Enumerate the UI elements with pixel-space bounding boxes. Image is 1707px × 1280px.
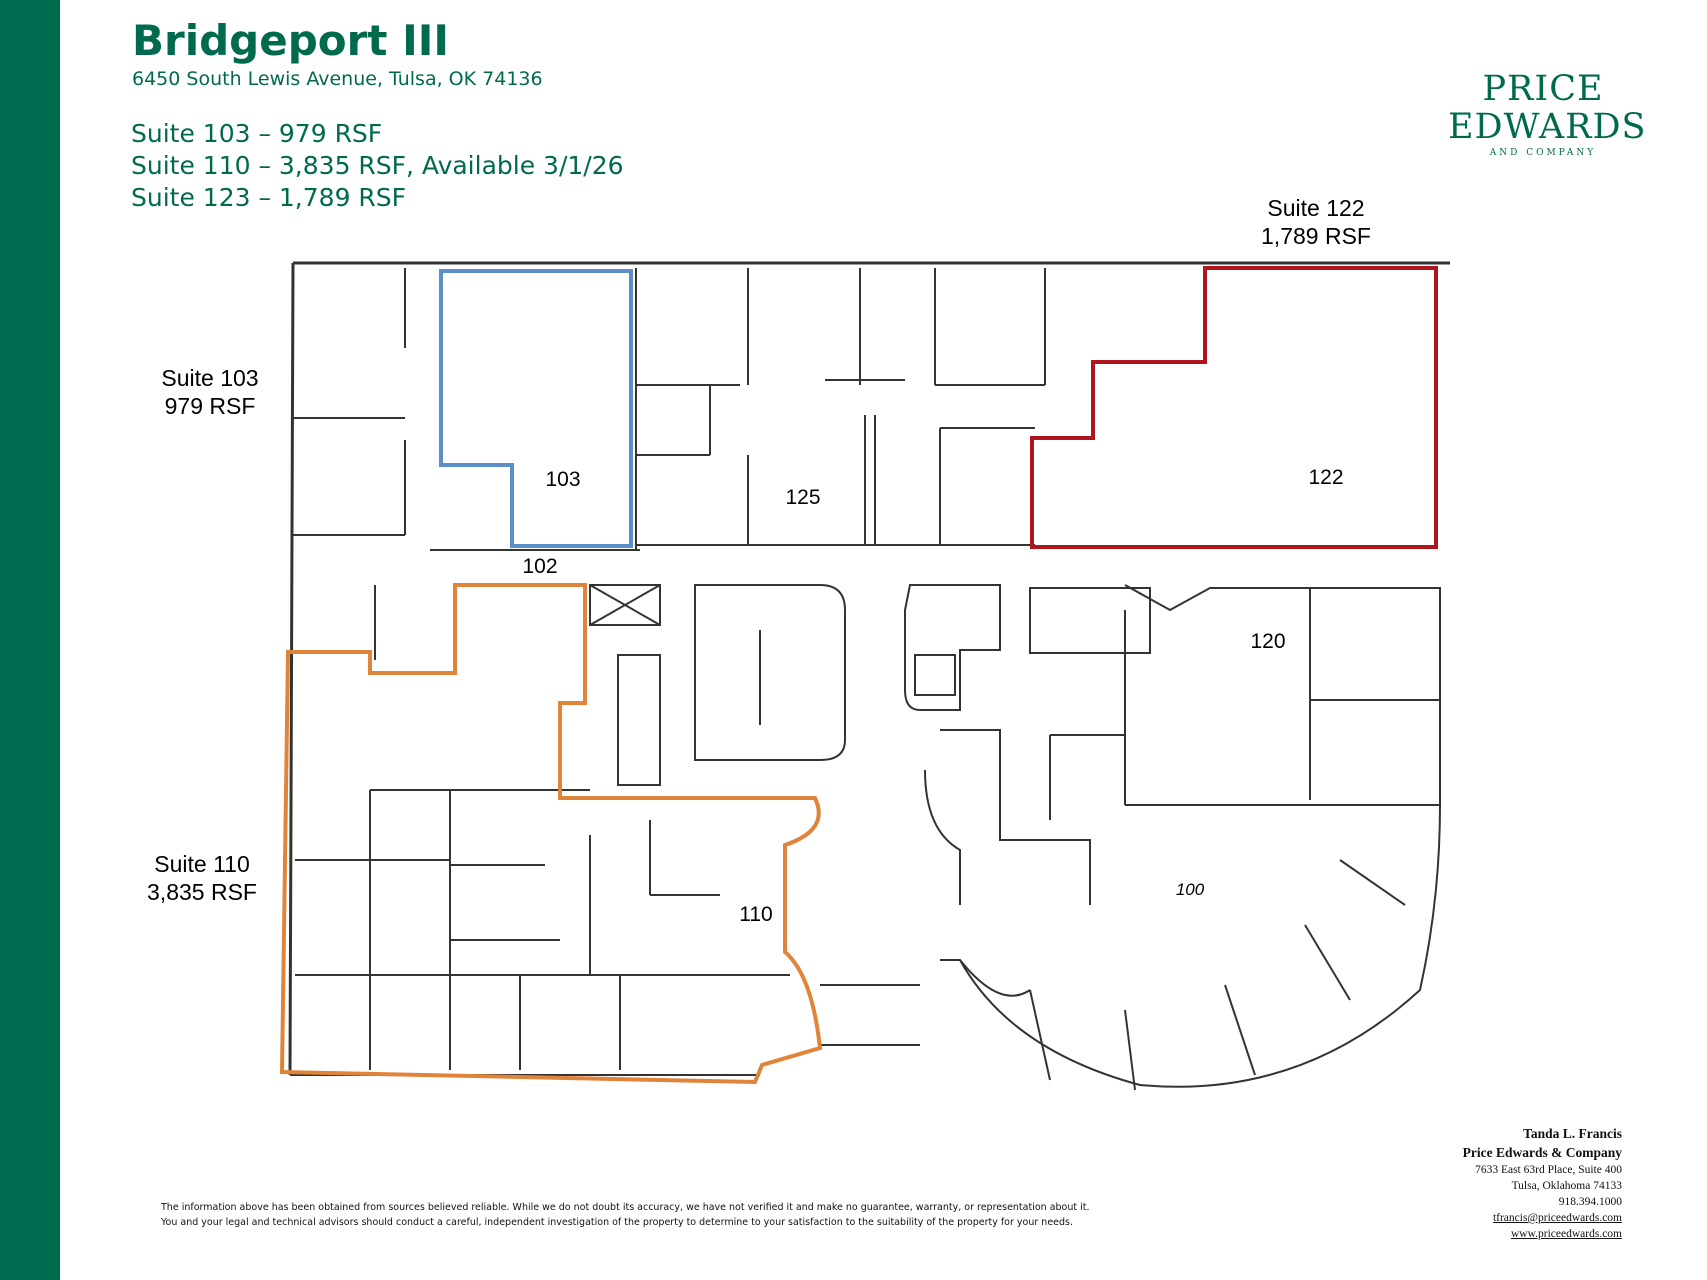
suite-availability-110: Suite 110 – 3,835 RSF, Available 3/1/26 <box>131 151 624 180</box>
room-label-102: 102 <box>522 555 557 578</box>
legal-disclaimer: The information above has been obtained … <box>161 1200 1161 1230</box>
room-label-110: 110 <box>739 903 772 926</box>
callout-suite-110-name: Suite 110 <box>154 851 249 877</box>
logo-line-and-company: AND COMPANY <box>1489 148 1597 158</box>
disclaimer-line-1: The information above has been obtained … <box>161 1202 1090 1213</box>
property-address: 6450 South Lewis Avenue, Tulsa, OK 74136 <box>132 68 543 90</box>
suite-103-outline[interactable] <box>439 269 633 548</box>
contact-website-link[interactable]: www.priceedwards.com <box>1510 1228 1622 1240</box>
logo-line-price: PRICE <box>1482 69 1604 109</box>
room-label-120: 120 <box>1250 630 1285 653</box>
callout-suite-122-name: Suite 122 <box>1267 195 1364 221</box>
logo-line-edwards: EDWARDS <box>1448 107 1647 147</box>
contact-street: 7633 East 63rd Place, Suite 400 <box>1475 1164 1622 1176</box>
building-walls <box>288 261 1450 1091</box>
property-title: Bridgeport III <box>132 16 449 65</box>
callout-suite-122-area: 1,789 RSF <box>1261 223 1371 249</box>
callout-suite-110-area: 3,835 RSF <box>147 879 257 905</box>
contact-company: Price Edwards & Company <box>1462 1145 1622 1160</box>
suite-availability-103: Suite 103 – 979 RSF <box>131 119 383 148</box>
disclaimer-line-2: You and your legal and technical advisor… <box>161 1217 1074 1228</box>
room-label-122: 122 <box>1308 466 1343 489</box>
callout-suite-103-area: 979 RSF <box>165 393 256 419</box>
contact-block: Tanda L. Francis Price Edwards & Company… <box>1463 1124 1622 1242</box>
contact-email-link[interactable]: tfrancis@priceedwards.com <box>1492 1212 1622 1224</box>
brand-sidebar-bar <box>0 0 60 1280</box>
callout-suite-103-name: Suite 103 <box>161 365 258 391</box>
suite-110-outline[interactable] <box>279 583 823 1085</box>
price-edwards-logo: PRICE EDWARDS AND COMPANY <box>1448 69 1647 158</box>
room-label-103: 103 <box>545 468 580 491</box>
room-label-100: 100 <box>1176 880 1205 899</box>
suite-122-outline[interactable] <box>1030 266 1438 549</box>
suite-availability-list: Suite 103 – 979 RSF Suite 110 – 3,835 RS… <box>131 118 624 214</box>
contact-city: Tulsa, Oklahoma 74133 <box>1511 1180 1622 1192</box>
contact-phone: 918.394.1000 <box>1558 1196 1622 1208</box>
suite-availability-123: Suite 123 – 1,789 RSF <box>131 183 407 212</box>
room-label-125: 125 <box>785 486 820 509</box>
contact-name: Tanda L. Francis <box>1523 1126 1622 1141</box>
